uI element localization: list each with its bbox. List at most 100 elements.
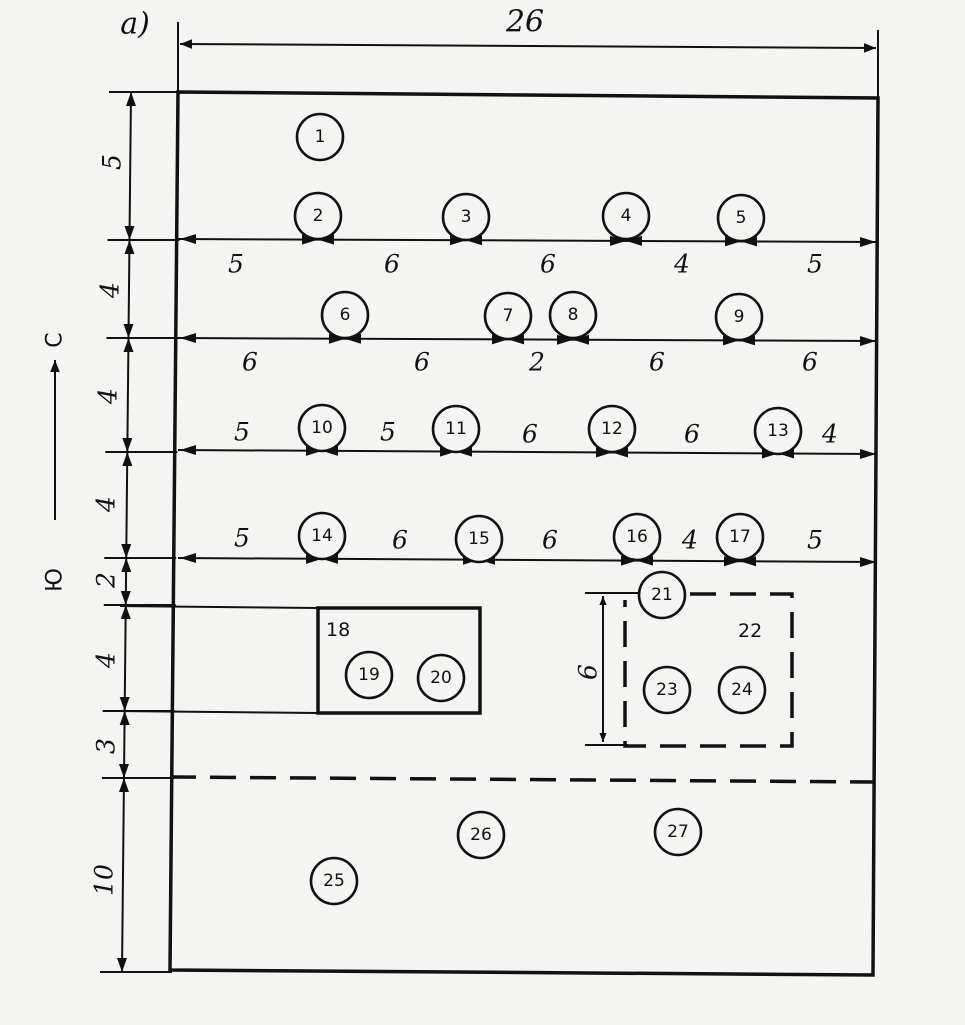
object-marker: 9 [714, 292, 764, 342]
left-dimension-arrow [124, 240, 135, 254]
object-marker: 4 [601, 191, 651, 241]
row-5-dimension-label: 5 [234, 524, 250, 553]
object-marker: 3 [441, 192, 491, 242]
block-22 [623, 592, 794, 748]
object-number: 3 [461, 207, 472, 227]
object-number: 20 [430, 668, 452, 688]
block-18-extension-top [119, 605, 319, 609]
zone-boundary [169, 775, 876, 784]
left-dimension-arrow [121, 544, 132, 558]
object-number: 11 [445, 419, 467, 439]
row-3-dimension-label: 6 [414, 348, 430, 377]
object-number: 1 [315, 127, 326, 147]
object-number: 24 [731, 680, 753, 700]
object-marker: 26 [456, 810, 506, 860]
row-3-dimension-label: 6 [802, 348, 818, 377]
left-dimension-arrow [126, 92, 136, 106]
row-4-dimension-label: 4 [821, 420, 838, 449]
object-marker: 17 [715, 512, 765, 562]
left-dimension-arrow [118, 778, 129, 792]
left-dimension-arrow [124, 226, 135, 240]
row-dimension-arrow [860, 336, 876, 346]
left-dimension-label: 4 [92, 652, 121, 669]
object-marker: 1 [295, 112, 345, 162]
object-marker: 16 [612, 512, 662, 562]
left-dimension-arrow [123, 338, 134, 352]
object-marker: 24 [717, 665, 767, 715]
object-number: 4 [621, 206, 632, 226]
object-marker: 8 [548, 290, 598, 340]
numbered-objects: 1 2 3 4 5 6 7 8 9 10 11 12 13 14 15 16 1… [293, 112, 803, 906]
block-18-extension-bottom [117, 710, 319, 714]
left-dimension-arrow [122, 452, 133, 466]
object-number: 16 [626, 527, 648, 547]
object-marker: 5 [716, 193, 766, 243]
row-2-dimension-label: 6 [384, 250, 400, 279]
row-dimension-arrow [180, 553, 196, 564]
object-number: 23 [656, 680, 678, 700]
object-number: 17 [729, 527, 751, 547]
object-number: 6 [340, 305, 351, 325]
object-number: 27 [667, 822, 689, 842]
block-22-height-label: 6 [574, 664, 603, 680]
block-22-label: 22 [738, 620, 762, 642]
row-2-dimension-label: 5 [228, 250, 244, 279]
left-dimension-label: 3 [92, 738, 121, 754]
object-marker: 20 [416, 653, 466, 703]
object-number: 12 [601, 419, 623, 439]
left-dimension-arrow [120, 591, 131, 605]
row-5-dimension-label: 5 [807, 526, 823, 555]
left-dimension-labels: 5 4 4 4 2 4 3 10 [90, 154, 127, 896]
object-number: 9 [734, 307, 745, 327]
left-dimension-ticks [100, 91, 181, 973]
object-marker: 19 [344, 650, 394, 700]
object-number: 25 [323, 871, 345, 891]
row-3-dimension-label: 6 [649, 348, 665, 377]
north-label: С [43, 332, 68, 347]
left-dimension-arrow [119, 711, 130, 725]
row-dimension-arrow [740, 556, 756, 567]
object-marker: 11 [431, 404, 481, 454]
block-18 [316, 606, 482, 715]
overall-width-label: 26 [505, 5, 544, 40]
site-boundary [168, 90, 880, 977]
row-dimension-arrow [860, 557, 876, 567]
object-number: 26 [470, 825, 492, 845]
object-number: 19 [358, 665, 380, 685]
left-dimension-arrow [123, 324, 134, 338]
left-dimension-arrow [117, 958, 127, 972]
row-3-dimension-label: 6 [242, 348, 258, 377]
object-number: 2 [313, 206, 324, 226]
object-marker: 12 [587, 404, 637, 454]
row-2-dimension-label: 5 [807, 250, 823, 279]
object-marker: 25 [309, 856, 359, 906]
row-4-dimension-label: 5 [380, 418, 396, 447]
object-number: 10 [311, 418, 333, 438]
row-dimension-arrow [860, 237, 876, 247]
row-3-dimension-line [177, 337, 877, 342]
object-number: 8 [568, 305, 579, 325]
row-dimension-arrow [557, 334, 573, 345]
row-5-dimension-label: 6 [392, 526, 408, 555]
south-label: Ю [43, 568, 68, 592]
row-2-dimension-line [177, 238, 877, 243]
left-dimension-arrow [122, 438, 133, 452]
row-dimension-arrow [637, 555, 653, 566]
row-dimension-arrow [180, 445, 196, 456]
figure-label: а) [120, 7, 150, 42]
left-dimension-arrow [120, 605, 131, 619]
object-marker: 10 [297, 403, 347, 453]
left-dimension-axis [121, 91, 132, 973]
object-marker: 21 [637, 570, 687, 620]
row-dimension-arrow [724, 556, 740, 567]
row-2-dimension-label: 6 [540, 250, 556, 279]
object-number: 15 [468, 529, 490, 549]
object-marker: 15 [454, 514, 504, 564]
row-dimension-arrow [180, 333, 196, 344]
row-5-dimension-line [177, 557, 877, 563]
object-number: 7 [503, 306, 514, 326]
row-dimension-arrow [180, 234, 196, 245]
row-4-dimension-label: 5 [234, 418, 250, 447]
left-dimension-arrow [121, 558, 132, 572]
object-marker: 13 [753, 406, 803, 456]
